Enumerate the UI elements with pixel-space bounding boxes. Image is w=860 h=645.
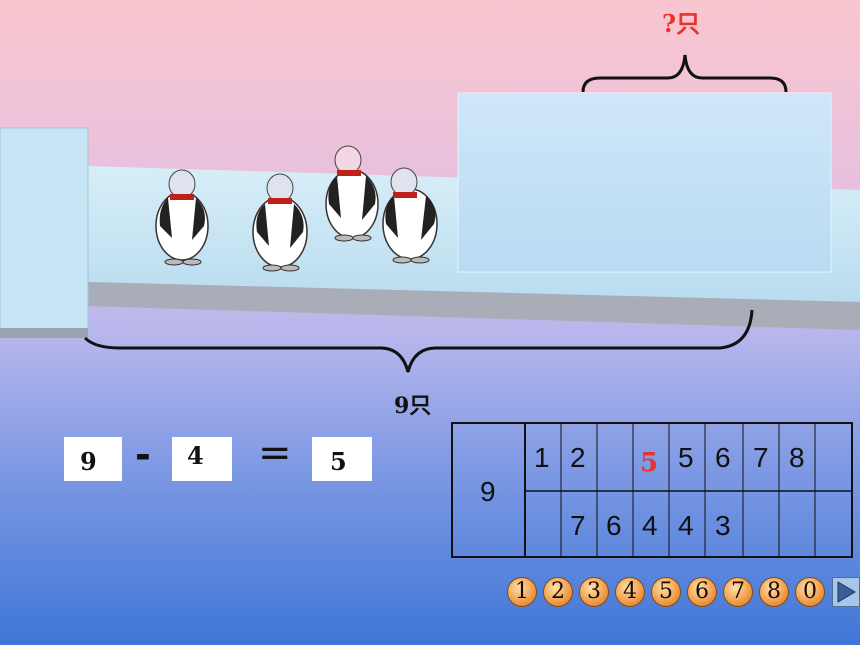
top-cell-7: 7 bbox=[753, 442, 769, 473]
result-box[interactable]: 5 bbox=[312, 437, 372, 481]
top-cell-5: 5 bbox=[678, 442, 694, 473]
bottom-brace bbox=[83, 309, 754, 373]
number-button-4[interactable]: 4 bbox=[615, 577, 645, 607]
equals-sign: = bbox=[258, 430, 292, 476]
top-brace bbox=[581, 54, 788, 93]
bottom-cell-2: 7 bbox=[570, 510, 586, 541]
number-button-1[interactable]: 1 bbox=[507, 577, 537, 607]
minuend-box[interactable]: 9 bbox=[64, 437, 122, 481]
table-grid bbox=[524, 424, 851, 556]
ice-pillar-left bbox=[0, 127, 89, 335]
ice-shelf-edge bbox=[88, 282, 860, 330]
number-button-3[interactable]: 3 bbox=[579, 577, 609, 607]
top-cell-8: 8 bbox=[789, 442, 805, 473]
total-count-label: 9只 bbox=[394, 393, 432, 419]
penguin-3 bbox=[325, 145, 379, 242]
top-cell-2: 2 bbox=[570, 442, 586, 473]
bottom-cell-4: 4 bbox=[642, 510, 658, 541]
number-button-8[interactable]: 8 bbox=[759, 577, 789, 607]
play-arrow-icon bbox=[837, 581, 856, 603]
ice-block bbox=[457, 92, 832, 273]
bottom-cell-6: 3 bbox=[715, 510, 731, 541]
unknown-count-label: ?只 bbox=[662, 9, 701, 38]
top-cell-4-highlighted: 5 bbox=[640, 448, 659, 478]
penguin-1 bbox=[155, 169, 209, 266]
number-button-6[interactable]: 6 bbox=[687, 577, 717, 607]
bottom-cell-3: 6 bbox=[606, 510, 622, 541]
bottom-cell-5: 4 bbox=[678, 510, 694, 541]
minus-sign: - bbox=[135, 433, 151, 477]
decomposition-table: 9 1 2 5 5 6 7 8 7 6 4 4 3 bbox=[451, 422, 853, 558]
number-button-2[interactable]: 2 bbox=[543, 577, 573, 607]
table-total: 9 bbox=[480, 476, 496, 507]
penguin-2 bbox=[252, 173, 308, 272]
subtrahend-box[interactable]: 4 bbox=[172, 437, 232, 481]
next-button[interactable] bbox=[832, 577, 860, 607]
penguin-4 bbox=[382, 167, 438, 264]
top-cell-6: 6 bbox=[715, 442, 731, 473]
number-button-5[interactable]: 5 bbox=[651, 577, 681, 607]
number-button-7[interactable]: 7 bbox=[723, 577, 753, 607]
top-cell-1: 1 bbox=[534, 442, 550, 473]
number-button-0[interactable]: 0 bbox=[795, 577, 825, 607]
